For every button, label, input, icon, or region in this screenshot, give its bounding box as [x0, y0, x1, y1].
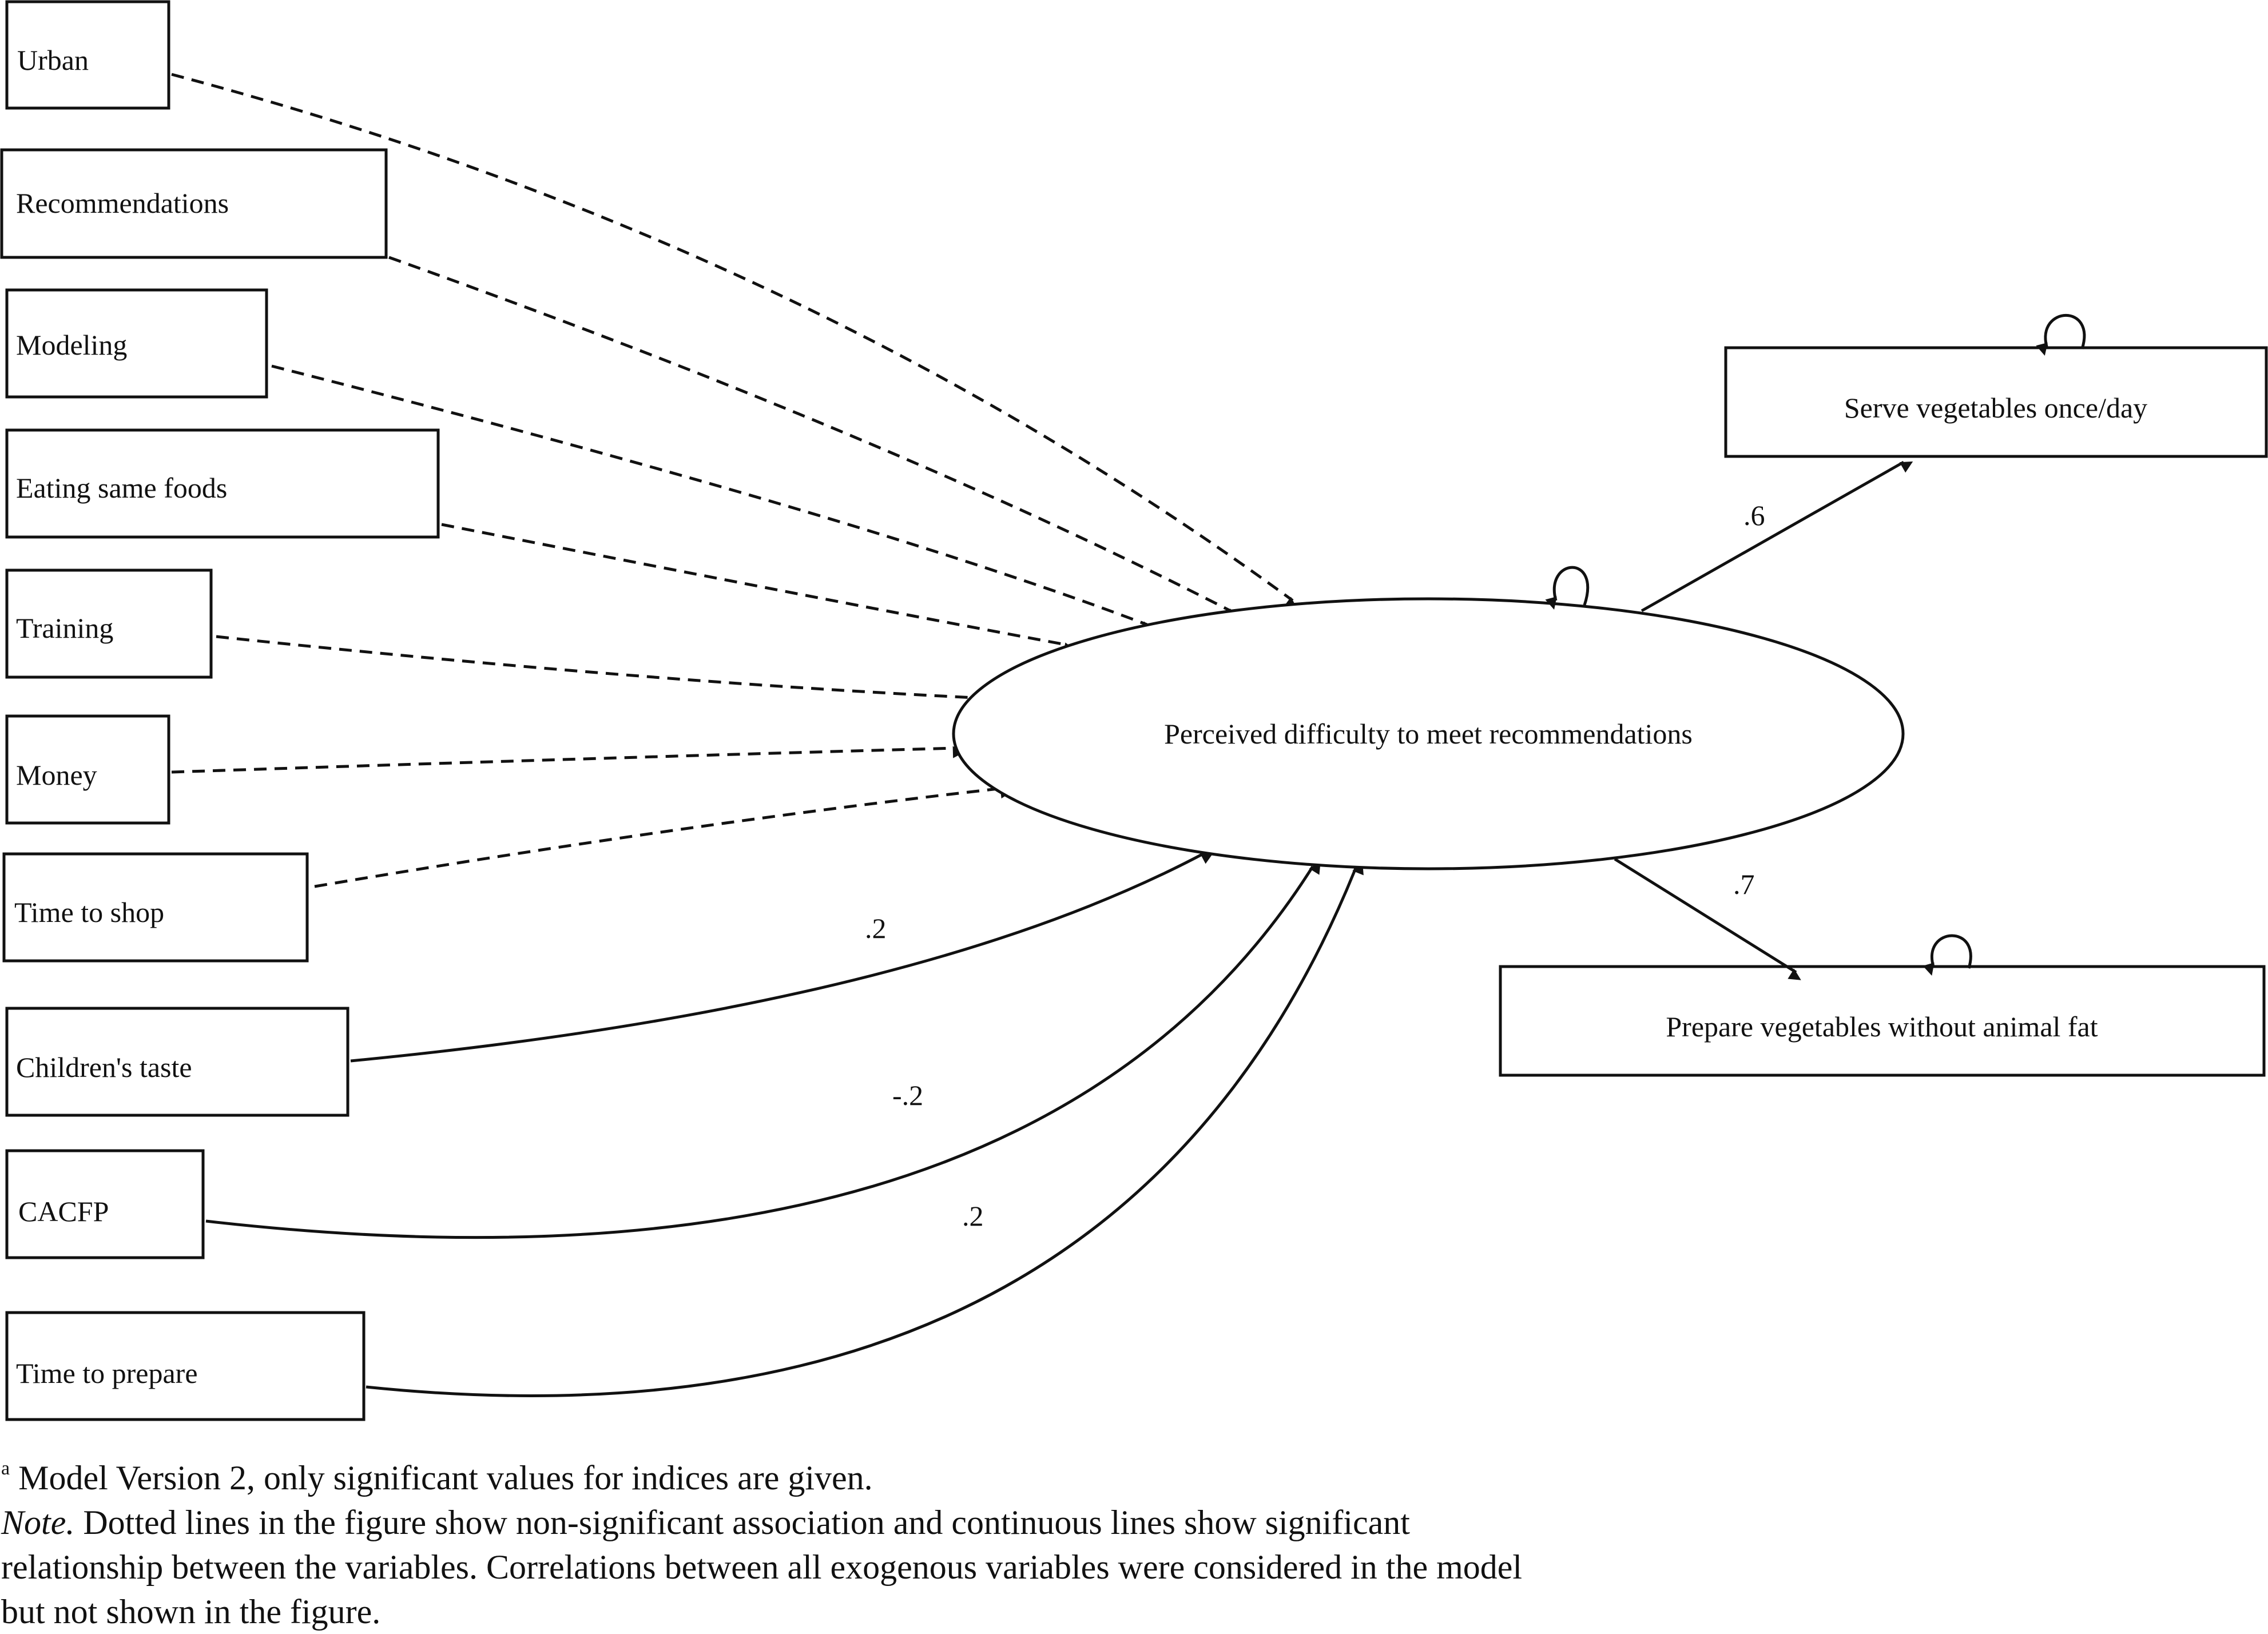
predictor-recommendations: Recommendations [0, 148, 388, 259]
coefficient-serve-vegetables: .6 [1743, 499, 1765, 531]
path-time-to-shop-to-latent [314, 786, 1013, 888]
outcome-label: Prepare vegetables without animal fat [1666, 1011, 2098, 1043]
footnote-note: Note. Dotted lines in the figure show no… [1, 1500, 1546, 1634]
predictor-box [0, 148, 388, 259]
predictor-eating-same-foods: Eating same foods [5, 428, 440, 539]
predictor-box [2, 852, 309, 963]
predictor-label: Time to prepare [16, 1357, 198, 1389]
path-eating-same-foods-to-latent [441, 523, 1077, 655]
outcome-label: Serve vegetables once/day [1844, 392, 2147, 424]
outcome-box [1499, 965, 2266, 1077]
predictor-cacfp: CACFP [5, 1149, 205, 1259]
path-money-to-latent [171, 746, 965, 774]
outcome-serve-vegetables: Serve vegetables once/day [1724, 346, 2268, 458]
coefficient-cacfp: -.2 [892, 1079, 923, 1111]
predictor-childrens-taste: Children's taste [5, 1007, 349, 1117]
path-childrens-taste-to-latent [350, 852, 1214, 1063]
coefficient-time-to-prepare: .2 [962, 1200, 984, 1232]
predictor-urban: Urban [5, 0, 170, 110]
predictor-label: Modeling [16, 329, 127, 361]
predictor-label: Recommendations [16, 187, 229, 219]
latent-label: Perceived difficulty to meet recommendat… [1164, 718, 1693, 750]
predictor-box [5, 714, 170, 825]
predictor-label: Money [16, 759, 97, 791]
serve-vegetables-error-loop [2036, 314, 2086, 356]
predictor-box [5, 428, 440, 539]
path-recommendations-to-latent [388, 256, 1238, 619]
predictor-label: CACFP [18, 1195, 109, 1227]
note-text: Dotted lines in the figure show non-sign… [1, 1504, 1523, 1631]
path-latent-to-serve-vegetables [1641, 460, 1913, 613]
predictor-label: Eating same foods [16, 472, 227, 504]
predictor-time-to-shop: Time to shop [2, 852, 309, 963]
path-modeling-to-latent [271, 364, 1154, 633]
path-urban-to-latent [171, 73, 1297, 609]
coefficient-prepare-vegetables: .7 [1733, 868, 1755, 900]
figure-footnote: a Model Version 2, only significant valu… [1, 1456, 1546, 1634]
latent-variable: Perceived difficulty to meet recommendat… [952, 597, 1905, 870]
predictor-label: Time to shop [14, 896, 164, 928]
outcome-prepare-vegetables: Prepare vegetables without animal fat [1499, 965, 2266, 1077]
predictor-time-to-prepare: Time to prepare [5, 1311, 366, 1421]
predictor-box [5, 568, 213, 679]
note-label: Note. [1, 1504, 75, 1541]
footnote-marker: a [1, 1458, 10, 1479]
predictor-box [5, 0, 170, 110]
predictor-box [5, 1149, 205, 1259]
path-latent-to-prepare-vegetables [1614, 857, 1801, 980]
latent-error-loop [1545, 566, 1590, 610]
footnote-text: Model Version 2, only significant values… [18, 1459, 873, 1497]
predictor-training: Training [5, 568, 213, 679]
path-time-to-prepare-to-latent [366, 861, 1364, 1397]
path-training-to-latent [216, 635, 984, 708]
predictor-box [5, 1007, 349, 1117]
predictor-label: Children's taste [16, 1051, 192, 1083]
predictor-money: Money [5, 714, 170, 825]
footnote-model-version: a Model Version 2, only significant valu… [1, 1456, 1546, 1500]
predictor-label: Training [16, 612, 113, 644]
path-cacfp-to-latent [205, 861, 1321, 1239]
predictor-label: Urban [17, 44, 89, 76]
predictor-box [5, 288, 268, 399]
predictor-box [5, 1311, 366, 1421]
coefficient-childrens-taste: .2 [865, 912, 887, 944]
predictor-modeling: Modeling [5, 288, 268, 399]
latent-ellipse [952, 597, 1905, 870]
outcome-box [1724, 346, 2268, 458]
prepare-vegetables-error-loop [1923, 934, 1972, 976]
